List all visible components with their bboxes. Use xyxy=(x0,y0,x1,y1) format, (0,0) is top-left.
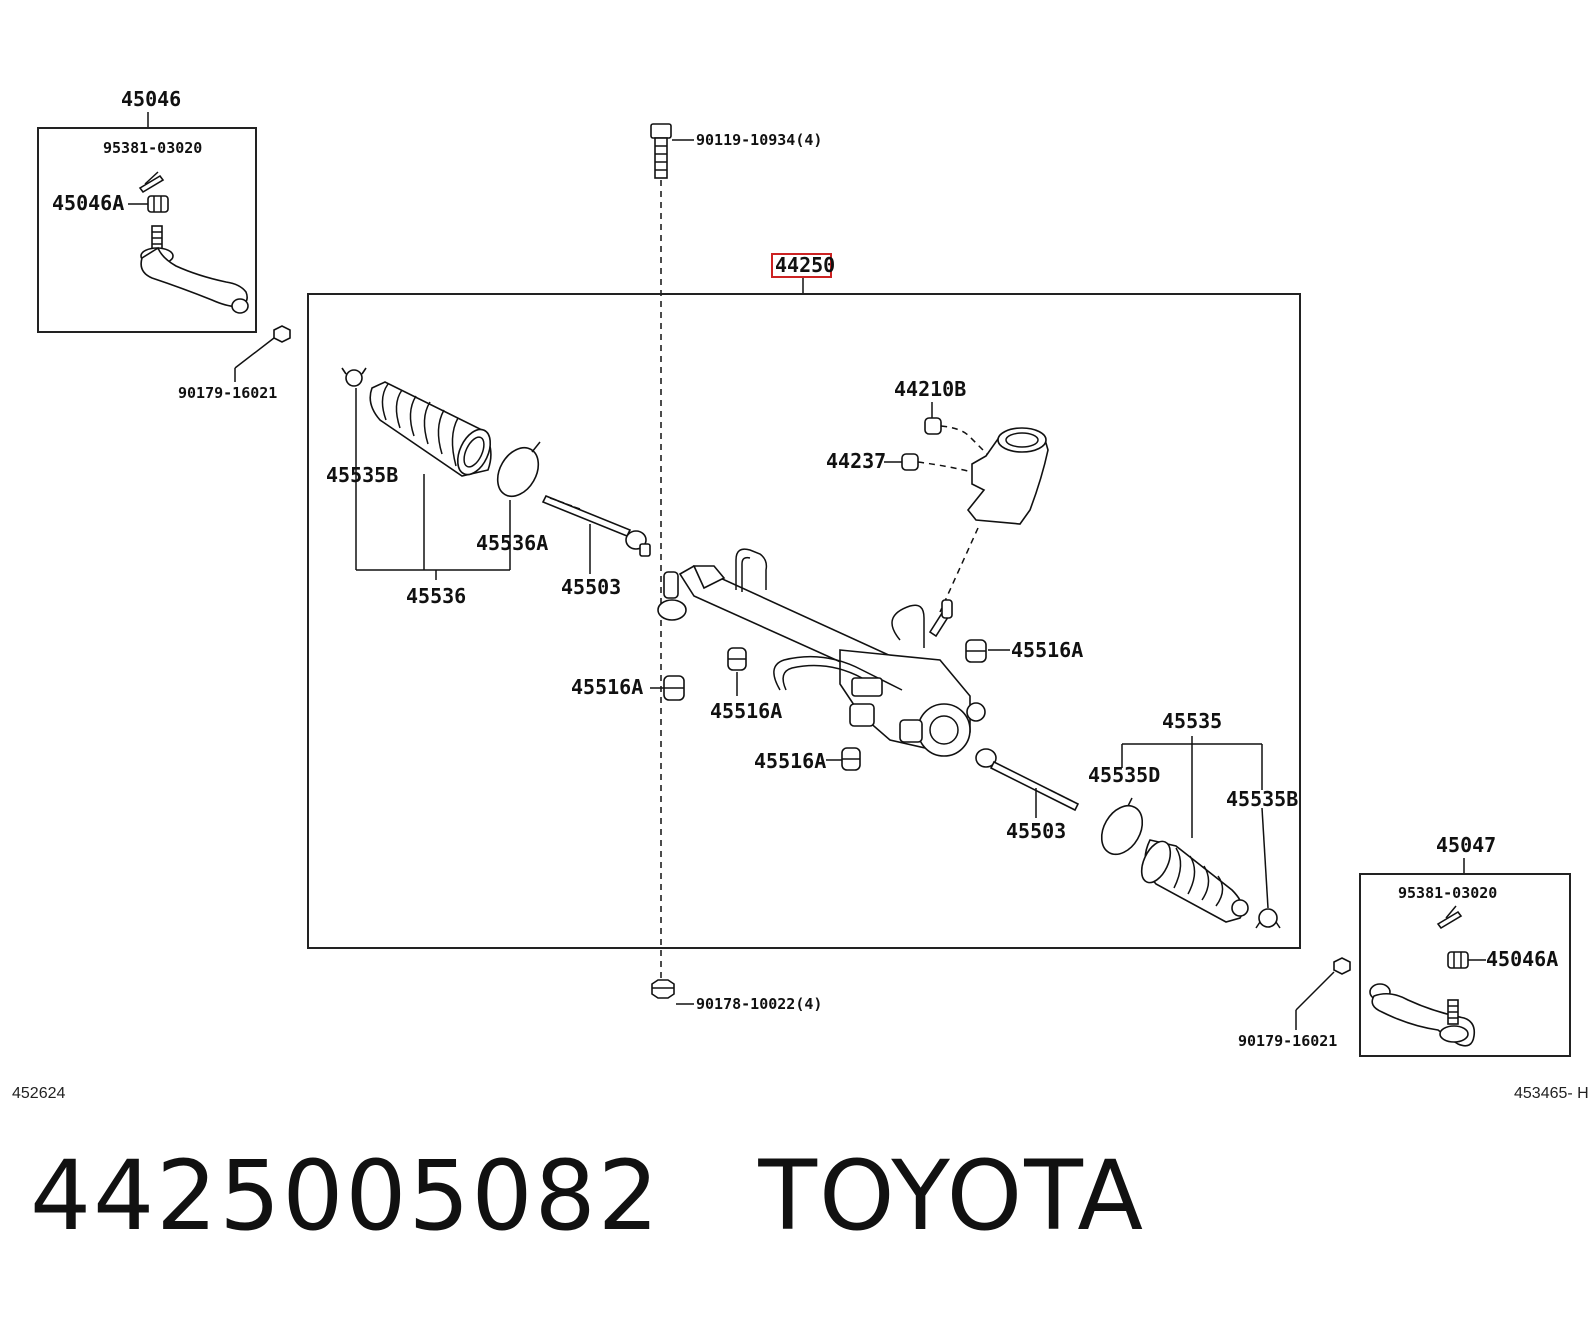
label-44210B[interactable]: 44210B xyxy=(894,377,966,401)
boot-right-shape xyxy=(1140,839,1249,923)
valve-housing-group: 44210B 44237 xyxy=(826,377,1049,613)
grommet-center: 45516A xyxy=(710,647,782,723)
caption: 4425005082 TOYOTA xyxy=(30,1140,1145,1252)
left-boot-parts: 45535B 45536 45536A xyxy=(326,367,548,608)
nut-90179-left-group: 90179-16021 xyxy=(178,325,291,402)
label-90119-bolt[interactable]: 90119-10934(4) xyxy=(696,131,822,149)
grommet-right-upper: 45516A xyxy=(965,638,1083,663)
label-44250[interactable]: 44250 xyxy=(775,253,835,277)
label-45516A-center[interactable]: 45516A xyxy=(710,699,782,723)
castle-nut-left-shape xyxy=(147,195,169,213)
reference-right: 453465- H xyxy=(1514,1085,1589,1102)
label-45046A-left[interactable]: 45046A xyxy=(52,191,124,215)
inner-rod-right-shape: 45503 xyxy=(975,748,1080,843)
label-45516A-lower[interactable]: 45516A xyxy=(754,749,826,773)
tie-rod-end-right-shape xyxy=(1369,983,1476,1047)
caption-brand: TOYOTA xyxy=(758,1140,1146,1252)
castle-nut-right-shape xyxy=(1447,951,1469,969)
label-45503-right[interactable]: 45503 xyxy=(1006,819,1066,843)
tie-rod-end-left-group: 45046 95381-03020 45046A xyxy=(37,87,257,333)
grommet-lower: 45516A xyxy=(754,747,861,773)
rack-assembly-frame xyxy=(307,293,1301,949)
bolt-top-group: 90119-10934(4) xyxy=(650,123,822,990)
grommet-left: 45516A xyxy=(571,675,685,701)
highlight-box xyxy=(771,253,832,278)
label-45047[interactable]: 45047 xyxy=(1436,833,1496,857)
label-45535B-right[interactable]: 45535B xyxy=(1226,787,1298,811)
label-44237[interactable]: 44237 xyxy=(826,449,886,473)
caption-part-number: 4425005082 xyxy=(30,1140,661,1252)
label-90179-right[interactable]: 90179-16021 xyxy=(1238,1032,1337,1050)
label-90179-left[interactable]: 90179-16021 xyxy=(178,384,277,402)
label-45046[interactable]: 45046 xyxy=(121,87,181,111)
nut-bottom-group: 90178-10022(4) xyxy=(651,979,822,1013)
label-45503-left[interactable]: 45503 xyxy=(561,575,621,599)
label-45535D[interactable]: 45535D xyxy=(1088,763,1160,787)
right-boot-parts: 45535 45535D 45535B xyxy=(1088,709,1298,929)
inner-rod-left-shape: 45503 xyxy=(541,494,651,599)
rack-assembly-group: 44250 xyxy=(307,253,1301,949)
tie-rod-end-left-box xyxy=(37,127,257,333)
cotter-pin-left-shape xyxy=(138,171,165,194)
label-95381-left[interactable]: 95381-03020 xyxy=(103,139,202,157)
cotter-pin-right-shape xyxy=(1436,905,1463,930)
tie-rod-end-right-box xyxy=(1359,873,1571,1057)
nut-90179-right-group: 90179-16021 xyxy=(1238,957,1351,1050)
tie-rod-end-left-shape xyxy=(140,225,249,314)
label-45046A-right[interactable]: 45046A xyxy=(1486,947,1558,971)
boot-left-shape xyxy=(369,381,492,477)
label-90178-nut[interactable]: 90178-10022(4) xyxy=(696,995,822,1013)
label-45535B-left[interactable]: 45535B xyxy=(326,463,398,487)
steering-rack-shape xyxy=(657,548,986,757)
label-45516A-left[interactable]: 45516A xyxy=(571,675,643,699)
label-45536A[interactable]: 45536A xyxy=(476,531,548,555)
label-45516A-right[interactable]: 45516A xyxy=(1011,638,1083,662)
valve-housing-shape xyxy=(966,427,1049,525)
tie-rod-end-right-group: 45047 95381-03020 45046A xyxy=(1359,833,1571,1057)
label-45536[interactable]: 45536 xyxy=(406,584,466,608)
reference-left: 452624 xyxy=(12,1085,65,1102)
label-45535[interactable]: 45535 xyxy=(1162,709,1222,733)
label-95381-right[interactable]: 95381-03020 xyxy=(1398,884,1497,902)
